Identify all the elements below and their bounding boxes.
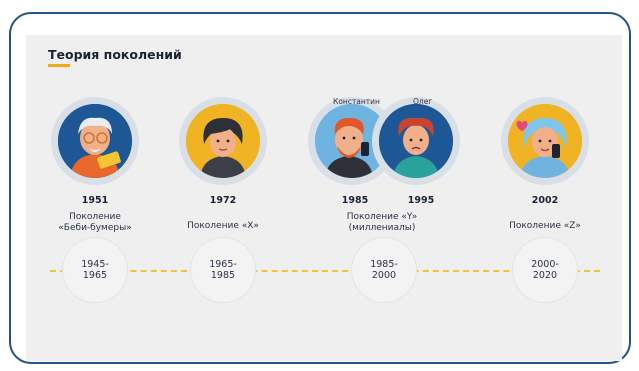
range-top: 1985- <box>370 259 398 270</box>
outer-frame <box>9 12 631 364</box>
year-2002: 2002 <box>531 195 559 206</box>
range-pill-2000-2020: 2000-2020 <box>513 238 577 302</box>
label-line-2: (миллениалы) <box>348 223 416 233</box>
year-1985: 1985 <box>341 195 369 206</box>
range-pill-1945-1965: 1945-1965 <box>63 238 127 302</box>
avatar-oleg <box>372 97 460 185</box>
avatar-gen-x <box>179 97 267 185</box>
slide <box>26 35 622 361</box>
oleg-illustration <box>379 104 453 178</box>
generation-label-y: Поколение «Y» (миллениалы) <box>322 212 442 234</box>
range-bottom: 1985 <box>210 270 236 281</box>
year-1995: 1995 <box>407 195 435 206</box>
avatar-konstantin <box>308 97 396 185</box>
page-title: Теория поколений <box>48 47 182 62</box>
boomer-illustration <box>58 104 132 178</box>
range-bottom: 1965 <box>82 270 108 281</box>
range-top: 1965- <box>209 259 237 270</box>
timeline-line <box>50 270 600 272</box>
range-top: 2000- <box>531 259 559 270</box>
label-line-1: Поколение <box>69 212 121 222</box>
name-konstantin: Константин <box>333 97 380 106</box>
generation-label-z: Поколение «Z» <box>485 221 605 232</box>
generation-label-boomers: Поколение «Беби-бумеры» <box>35 212 155 234</box>
label-line-1: Поколение «Y» <box>346 212 418 222</box>
gen-z-illustration <box>508 104 582 178</box>
range-bottom: 2000 <box>371 270 397 281</box>
title-underline <box>48 64 70 67</box>
year-1951: 1951 <box>81 195 109 206</box>
year-1972: 1972 <box>209 195 237 206</box>
generation-label-x: Поколение «X» <box>163 221 283 232</box>
range-pill-1965-1985: 1965-1985 <box>191 238 255 302</box>
avatar-boomer <box>51 97 139 185</box>
name-oleg: Олег <box>413 97 433 106</box>
label-line-1: Поколение «X» <box>187 221 259 231</box>
label-line-1: Поколение «Z» <box>509 221 581 231</box>
range-top: 1945- <box>81 259 109 270</box>
range-bottom: 2020 <box>532 270 558 281</box>
range-pill-1985-2000: 1985-2000 <box>352 238 416 302</box>
label-line-2: «Беби-бумеры» <box>58 223 132 233</box>
avatar-gen-z <box>501 97 589 185</box>
gen-x-illustration <box>186 104 260 178</box>
